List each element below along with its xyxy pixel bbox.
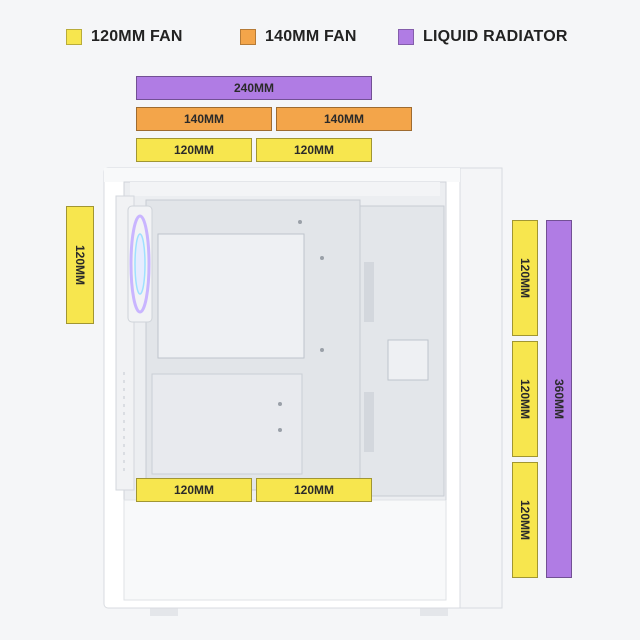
legend-item-liquid-radiator: LIQUID RADIATOR [398, 28, 568, 46]
case-top-vent [130, 182, 440, 196]
legend: 120MM FAN 140MM FAN LIQUID RADIATOR [0, 28, 640, 52]
legend-label-120mm-fan: 120MM FAN [91, 28, 183, 45]
legend-label-liquid-radiator: LIQUID RADIATOR [423, 28, 568, 45]
grommet-slot-1 [364, 262, 374, 322]
front-fan-120mm-a: 120MM [512, 220, 538, 336]
cable-cutout [387, 339, 429, 381]
rgb-fan-icon [127, 205, 153, 323]
rear-fan-120mm-label: 120MM [73, 244, 88, 286]
grommet-slot-2 [364, 392, 374, 452]
bottom-fan-120mm-b: 120MM [256, 478, 372, 502]
front-fan-120mm-b-label: 120MM [518, 378, 533, 420]
psu-shroud [123, 499, 447, 601]
swatch-140mm-fan [240, 29, 256, 45]
front-radiator-360mm: 360MM [546, 220, 572, 578]
front-fan-120mm-b: 120MM [512, 341, 538, 457]
front-fan-120mm-c: 120MM [512, 462, 538, 578]
case-front-panel [459, 167, 503, 609]
swatch-liquid-radiator [398, 29, 414, 45]
legend-label-140mm-fan: 140MM FAN [265, 28, 357, 45]
top-fan-140mm-b: 140MM [276, 107, 412, 131]
case-top-edge [104, 168, 460, 182]
front-fan-120mm-a-label: 120MM [518, 257, 533, 299]
top-fan-140mm-a: 140MM [136, 107, 272, 131]
front-radiator-360mm-label: 360MM [552, 378, 567, 420]
top-fan-120mm-a: 120MM [136, 138, 252, 162]
top-radiator-240mm: 240MM [136, 76, 372, 100]
tray-lower-plate [151, 373, 303, 475]
legend-item-120mm-fan: 120MM FAN [66, 28, 183, 46]
legend-item-140mm-fan: 140MM FAN [240, 28, 357, 46]
tray-cutout [157, 233, 305, 359]
front-fan-120mm-c-label: 120MM [518, 499, 533, 541]
bottom-fan-120mm-a: 120MM [136, 478, 252, 502]
swatch-120mm-fan [66, 29, 82, 45]
rear-fan-120mm: 120MM [66, 206, 94, 324]
top-fan-120mm-b: 120MM [256, 138, 372, 162]
